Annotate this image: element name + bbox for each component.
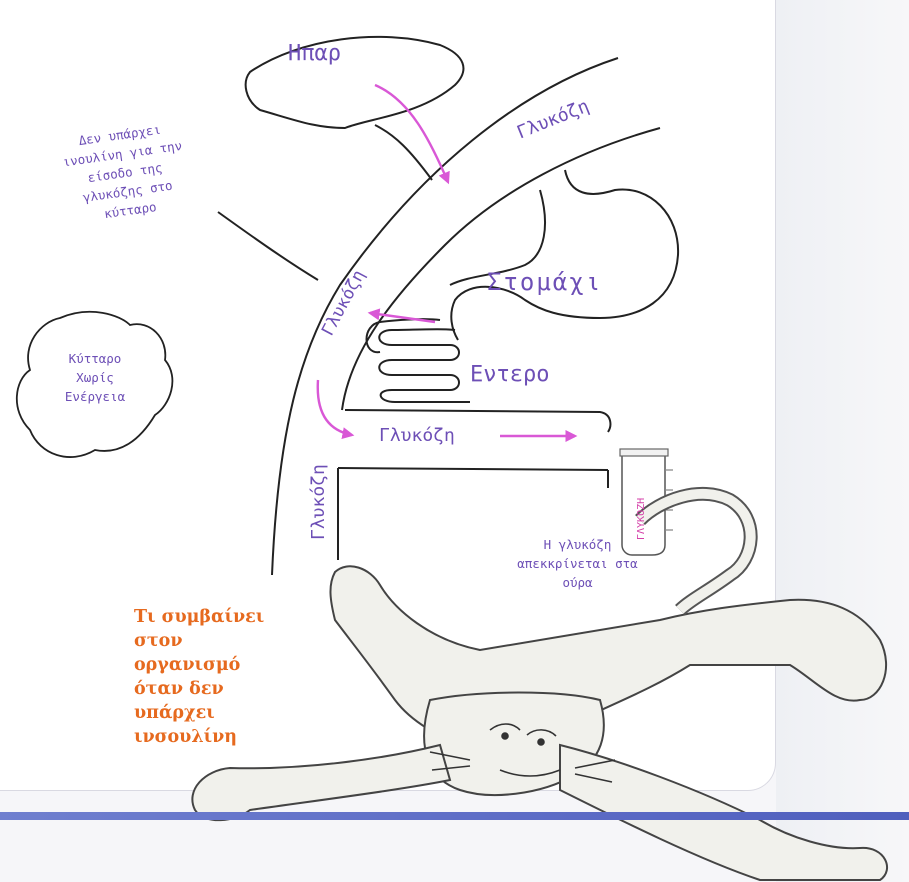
urine-note: Η γλυκόζη απεκκρίνεται στα ούρα <box>505 535 650 592</box>
glucose-label-middle: Γλυκόζη <box>379 425 455 446</box>
left-branch <box>218 212 318 280</box>
stomach-shape <box>451 170 678 340</box>
page-title: Τι συμβαίνει στον οργανισμό όταν δεν υπά… <box>134 605 284 749</box>
glucose-label-vertical: Γλυκόζη <box>308 464 329 540</box>
liver-arrow <box>375 85 448 182</box>
liver-label: Ηπαρ <box>288 41 341 66</box>
channel-bottom <box>338 468 608 470</box>
bottom-band <box>0 812 909 820</box>
cell-note: Κύτταρο Χωρίς Ενέργεια <box>35 349 155 406</box>
liver-shape <box>246 37 464 128</box>
intestine-label: Εντερο <box>470 362 549 387</box>
tube-label: ΓΛΥΚΟΖΗ <box>636 498 647 540</box>
stomach-label: Στομάχι <box>487 268 602 296</box>
